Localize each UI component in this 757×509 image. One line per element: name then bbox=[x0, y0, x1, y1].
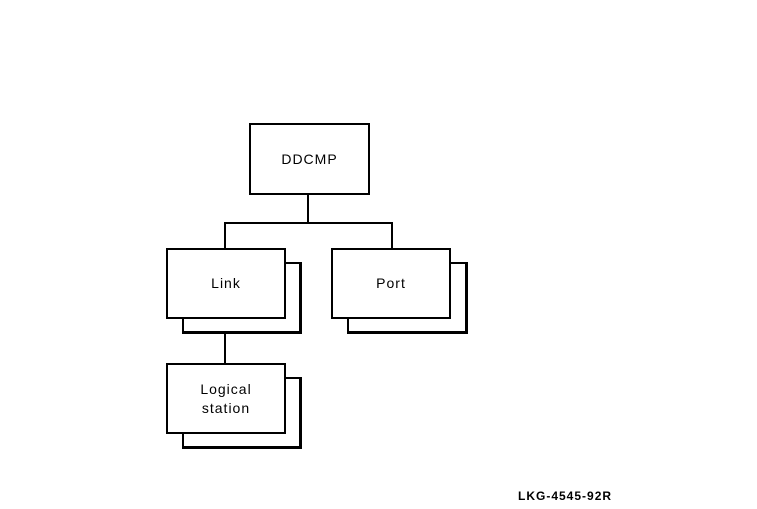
node-logical-station: Logical station bbox=[166, 363, 286, 434]
connector-to-link bbox=[224, 222, 226, 249]
node-link: Link bbox=[166, 248, 286, 319]
node-port: Port bbox=[331, 248, 451, 319]
figure-id: LKG-4545-92R bbox=[518, 489, 613, 503]
connector-horizontal-bar bbox=[224, 222, 393, 224]
connector-ddcmp-stem bbox=[307, 193, 309, 224]
node-ddcmp: DDCMP bbox=[249, 123, 370, 195]
connector-link-to-logical-station bbox=[224, 332, 226, 364]
node-logical-station-label: Logical station bbox=[200, 380, 252, 416]
node-link-label: Link bbox=[211, 275, 241, 291]
connector-to-port bbox=[391, 222, 393, 249]
node-port-label: Port bbox=[376, 275, 406, 291]
node-ddcmp-label: DDCMP bbox=[281, 150, 338, 167]
